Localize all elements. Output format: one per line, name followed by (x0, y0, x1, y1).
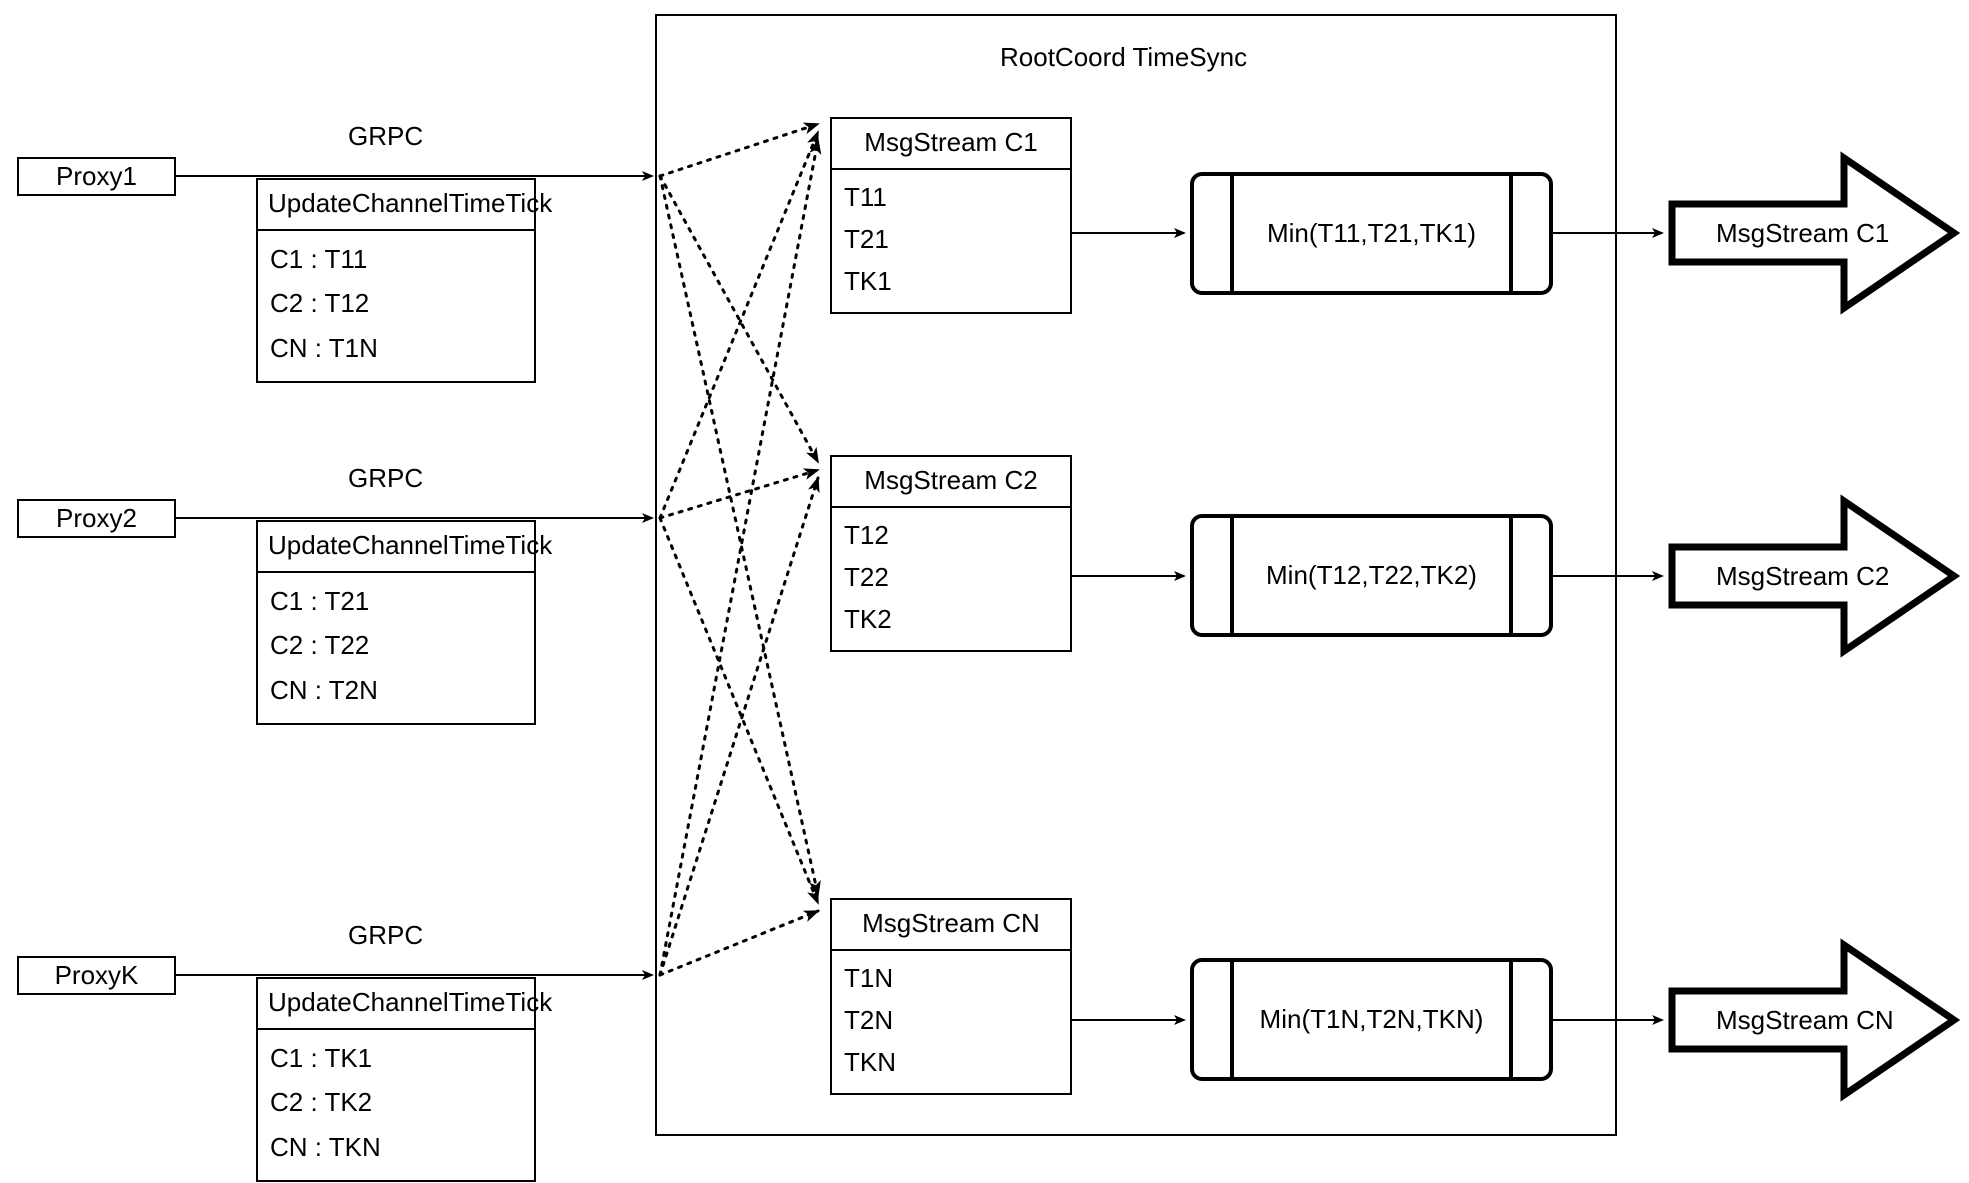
block-arrow-shape (1668, 151, 1961, 315)
subroutine-right-bar (1509, 176, 1513, 291)
table-row: C2 : T12 (270, 288, 370, 319)
min-reduce-label: Min(T1N,T2N,TKN) (1259, 1004, 1484, 1034)
update-channel-timetick-rows: C1 : TK1 C2 : TK2 CN : TKN (258, 1030, 534, 1180)
table-row: CN : T2N (270, 675, 378, 706)
subroutine-right-bar (1509, 962, 1513, 1077)
list-item: T2N (844, 1004, 894, 1035)
msgstream-rows: T12 T22 TK2 (832, 508, 1070, 650)
table-row: C2 : T22 (270, 630, 370, 661)
block-arrow-shape (1668, 938, 1961, 1102)
proxy-node-proxy2[interactable]: Proxy2 (17, 499, 176, 538)
msgstream-title: MsgStream C1 (832, 119, 1070, 170)
grpc-label-proxy1: GRPC (348, 121, 424, 151)
list-item: TK2 (844, 603, 892, 634)
table-row: C1 : T11 (270, 243, 368, 274)
subroutine-left-pad (1194, 176, 1230, 291)
list-item: T21 (844, 223, 889, 254)
update-channel-timetick-title: UpdateChannelTimeTick (258, 979, 552, 1030)
min-reduce-box-cn: Min(T1N,T2N,TKN) (1190, 958, 1553, 1081)
subroutine-right-pad (1513, 962, 1549, 1077)
proxy-node-proxyk[interactable]: ProxyK (17, 956, 176, 995)
output-block-arrow-cn: MsgStream CN (1668, 938, 1961, 1102)
subroutine-right-pad (1513, 176, 1549, 291)
msgstream-rows: T1N T2N TKN (832, 951, 1070, 1093)
list-item: T11 (844, 181, 887, 212)
update-channel-timetick-title: UpdateChannelTimeTick (258, 180, 552, 231)
subroutine-left-pad (1194, 962, 1230, 1077)
update-channel-timetick-rows: C1 : T11 C2 : T12 CN : T1N (258, 231, 534, 381)
subroutine-left-bar (1230, 518, 1234, 633)
msgstream-box-cn: MsgStream CN T1N T2N TKN (830, 898, 1072, 1095)
subroutine-right-bar (1509, 518, 1513, 633)
table-row: C1 : TK1 (270, 1042, 373, 1073)
block-arrow-shape (1668, 494, 1961, 658)
table-row: C1 : T21 (270, 585, 370, 616)
min-reduce-label: Min(T12,T22,TK2) (1266, 560, 1477, 590)
subroutine-right-pad (1513, 518, 1549, 633)
update-channel-timetick-box-proxyk: UpdateChannelTimeTick C1 : TK1 C2 : TK2 … (256, 977, 552, 1182)
list-item: T12 (844, 519, 889, 550)
output-block-arrow-c2: MsgStream C2 (1668, 494, 1961, 658)
table-row: CN : T1N (270, 333, 378, 364)
proxy-node-proxy1[interactable]: Proxy1 (17, 157, 176, 196)
msgstream-rows: T11 T21 TK1 (832, 170, 1070, 312)
min-reduce-label: Min(T11,T21,TK1) (1266, 218, 1476, 248)
subroutine-left-pad (1194, 518, 1230, 633)
subroutine-left-bar (1230, 962, 1234, 1077)
grpc-label-proxy2: GRPC (348, 463, 424, 493)
container-title: RootCoord TimeSync (1000, 42, 1248, 72)
list-item: TK1 (844, 265, 892, 296)
msgstream-title: MsgStream C2 (832, 457, 1070, 508)
table-row: C2 : TK2 (270, 1087, 373, 1118)
list-item: TKN (844, 1046, 896, 1077)
list-item: T22 (844, 561, 889, 592)
msgstream-box-c1: MsgStream C1 T11 T21 TK1 (830, 117, 1072, 314)
update-channel-timetick-box-proxy2: UpdateChannelTimeTick C1 : T21 C2 : T22 … (256, 520, 552, 725)
table-row: CN : TKN (270, 1132, 381, 1163)
output-block-arrow-c1: MsgStream C1 (1668, 151, 1961, 315)
grpc-label-proxyk: GRPC (348, 920, 424, 950)
min-reduce-box-c2: Min(T12,T22,TK2) (1190, 514, 1553, 637)
update-channel-timetick-box-proxy1: UpdateChannelTimeTick C1 : T11 C2 : T12 … (256, 178, 552, 383)
msgstream-box-c2: MsgStream C2 T12 T22 TK2 (830, 455, 1072, 652)
min-reduce-box-c1: Min(T11,T21,TK1) (1190, 172, 1553, 295)
list-item: T1N (844, 962, 894, 993)
subroutine-left-bar (1230, 176, 1234, 291)
update-channel-timetick-rows: C1 : T21 C2 : T22 CN : T2N (258, 573, 534, 723)
msgstream-title: MsgStream CN (832, 900, 1070, 951)
update-channel-timetick-title: UpdateChannelTimeTick (258, 522, 552, 573)
